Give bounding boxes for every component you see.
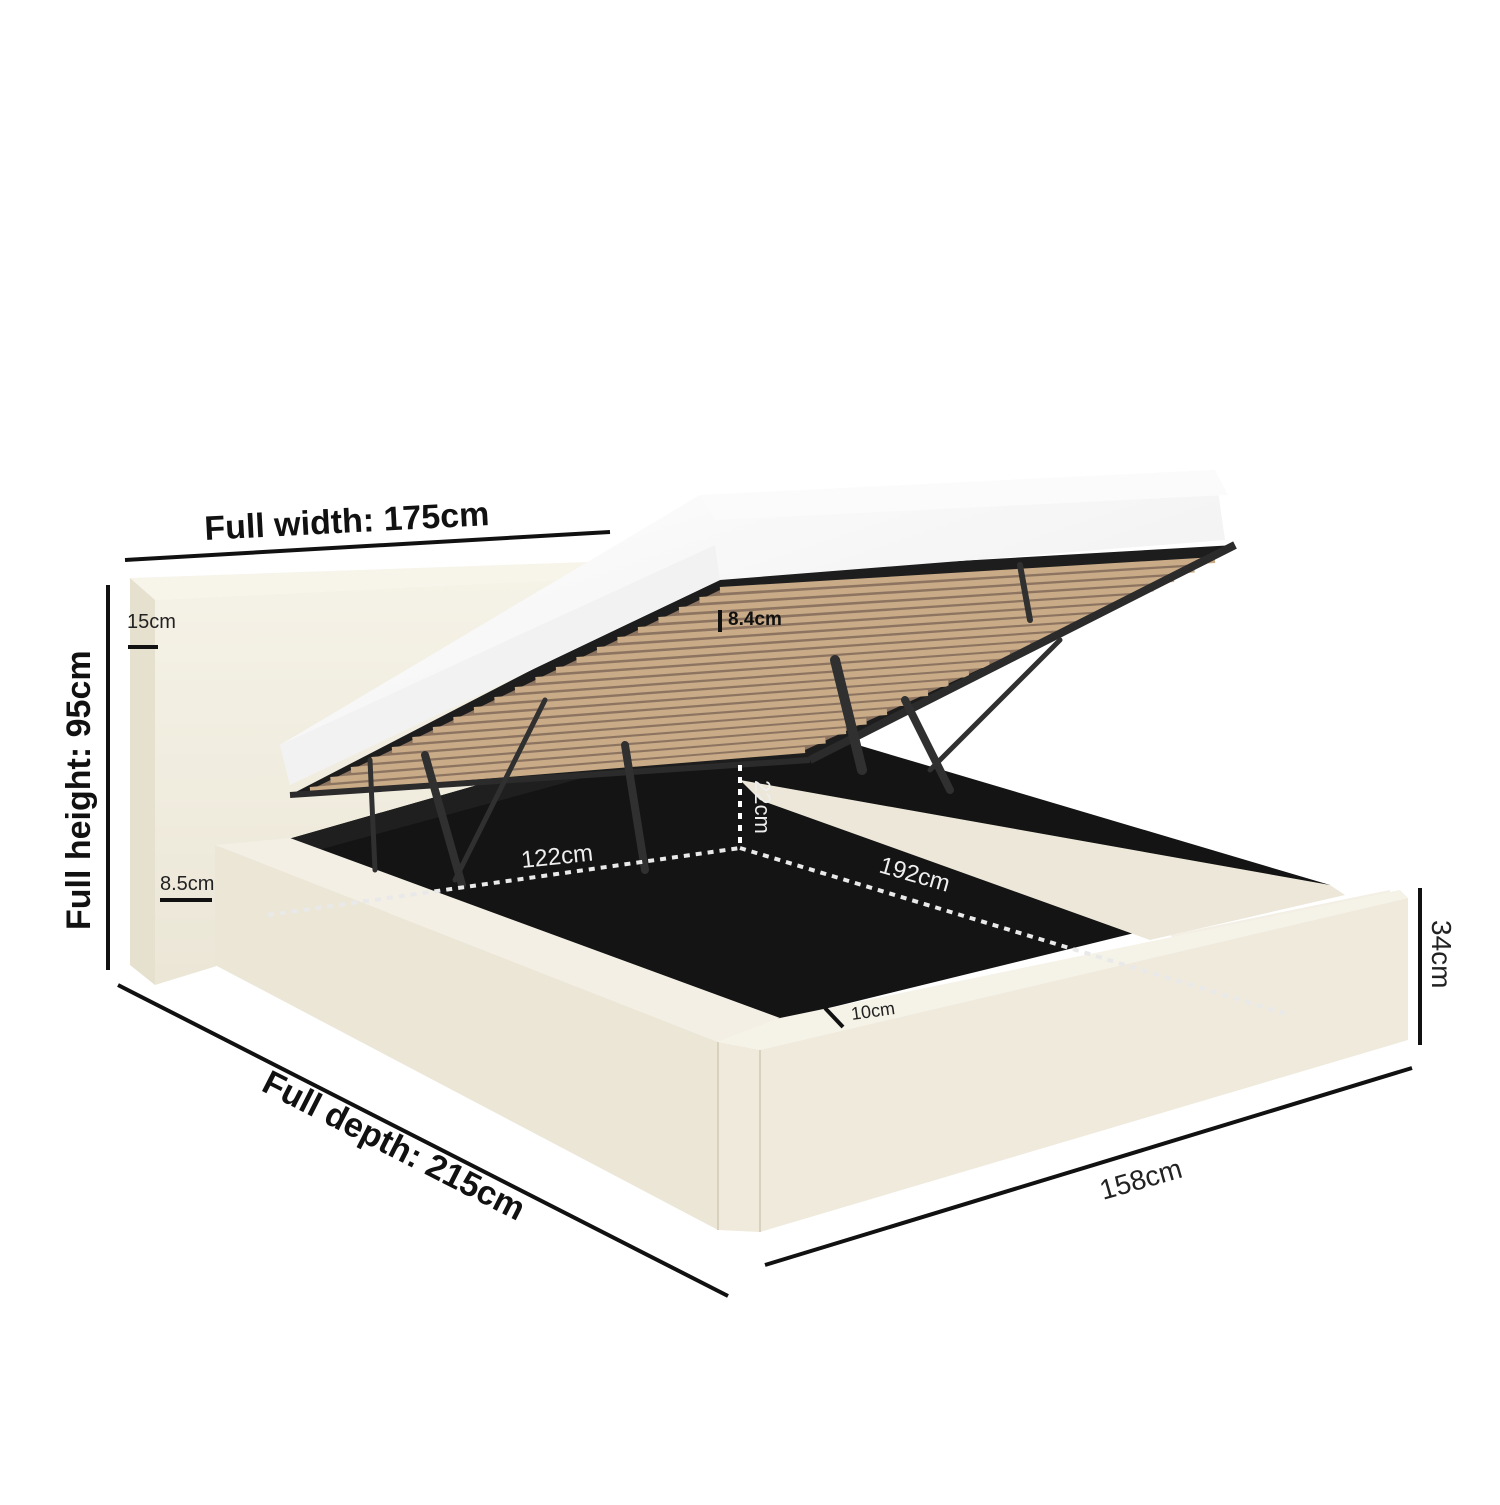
frame-side-line — [823, 1006, 845, 1029]
bed-frame — [215, 780, 1408, 1232]
storage-width-line — [267, 846, 741, 917]
headboard-gap-label: 8.5cm — [160, 873, 214, 895]
slat — [699, 566, 1195, 603]
frame-height-label: 34cm — [1426, 920, 1457, 988]
slat — [494, 661, 990, 703]
full-width-line — [124, 530, 611, 562]
full-height-label: Full height: 95cm — [60, 650, 98, 930]
slat — [555, 633, 1052, 673]
full-depth-line — [117, 983, 729, 1298]
slat — [330, 737, 826, 783]
slat — [309, 747, 806, 793]
gas-lift-struts — [367, 562, 1063, 889]
frame-width-line — [764, 1066, 1413, 1267]
slat — [658, 585, 1154, 623]
slat — [371, 718, 867, 763]
dimension-lines — [106, 530, 1422, 1298]
slat — [412, 699, 908, 743]
slat — [576, 623, 1072, 663]
storage-dotted-lines — [267, 765, 1291, 1017]
slat — [596, 614, 1093, 653]
slat — [535, 642, 1031, 683]
mattress — [280, 470, 1228, 785]
slat — [719, 557, 1216, 593]
slat — [678, 576, 1175, 613]
slat — [473, 671, 970, 713]
storage-height-label: 22cm — [750, 780, 775, 834]
slat — [350, 728, 847, 773]
slat — [391, 709, 888, 753]
headboard-thickness-label: 15cm — [127, 611, 176, 633]
slat — [514, 652, 1011, 693]
slat-height-label: 8.4cm — [728, 609, 782, 630]
